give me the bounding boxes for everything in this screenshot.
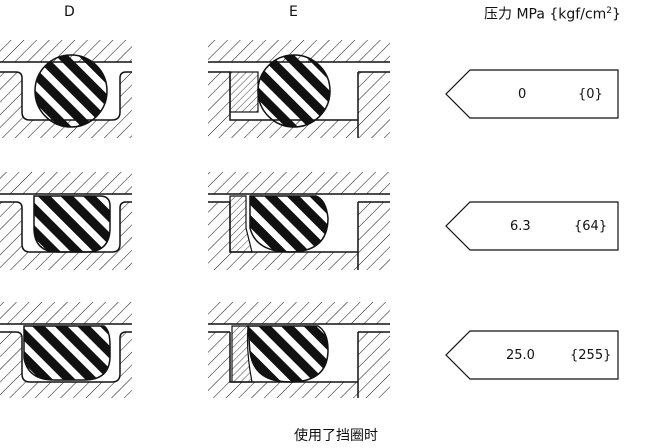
pressure-1-kgf: {0} — [578, 87, 603, 102]
column-d-label: D — [64, 4, 75, 20]
e-row2-seal — [208, 172, 390, 270]
figure-caption: 使用了挡圈时 — [294, 428, 378, 444]
pressure-header-unit-sup: 2 — [606, 6, 613, 16]
pressure-header-unit-close: } — [612, 6, 621, 23]
pressure-arrow-1 — [445, 69, 619, 119]
e-row3-seal — [208, 302, 390, 398]
pressure-1-mpa: 0 — [518, 87, 527, 102]
pressure-header-name: 压力 — [484, 6, 512, 23]
d-row3-seal — [0, 302, 132, 398]
pressure-header-unit-alt: {kgf/cm — [549, 6, 607, 23]
pressure-arrow-2 — [445, 201, 619, 251]
pressure-2-mpa: 6.3 — [510, 219, 531, 234]
pressure-arrow-3 — [445, 330, 619, 380]
e-row1-seal — [208, 40, 390, 138]
pressure-2-kgf: {64} — [574, 219, 608, 234]
d-row1-seal — [0, 40, 132, 138]
pressure-header: 压力 MPa {kgf/cm2} — [484, 3, 621, 23]
d-row2-seal — [0, 172, 132, 270]
pressure-3-mpa: 25.0 — [506, 348, 535, 363]
column-e-label: E — [289, 4, 298, 20]
pressure-3-kgf: {255} — [570, 348, 612, 363]
pressure-header-unit-main: MPa — [516, 6, 545, 23]
